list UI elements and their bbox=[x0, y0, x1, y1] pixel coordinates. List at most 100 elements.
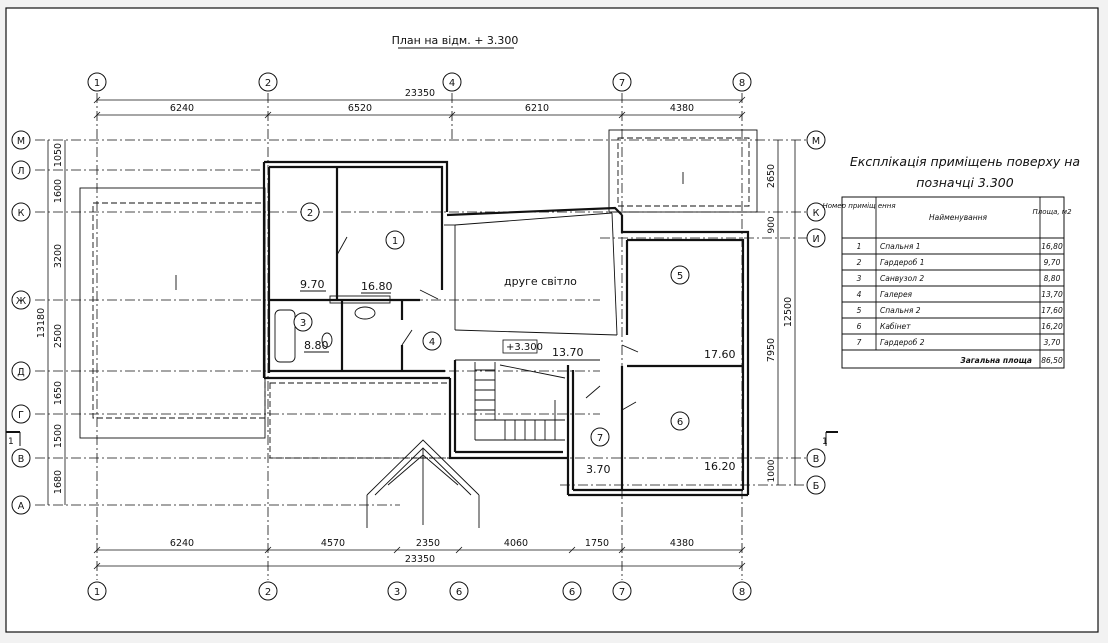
doors bbox=[336, 224, 639, 411]
sink-icon bbox=[354, 306, 376, 320]
svg-text:2: 2 bbox=[265, 78, 271, 89]
room-area-3: 8.80 bbox=[304, 339, 329, 352]
svg-text:2: 2 bbox=[265, 587, 271, 598]
bottom-dim-2: 4570 bbox=[321, 538, 345, 549]
section-marks: 1 1 bbox=[6, 431, 838, 447]
bottom-dimension-chain: 6240 4570 2350 4060 1750 4380 23350 bbox=[93, 538, 746, 570]
axis-bubbles-right: М К И В Б bbox=[806, 130, 826, 495]
svg-text:М: М bbox=[17, 136, 25, 147]
section-mark-right: 1 bbox=[822, 437, 828, 447]
svg-text:М: М bbox=[812, 136, 820, 147]
left-dim-5: 1650 bbox=[53, 381, 64, 405]
svg-text:К: К bbox=[18, 208, 25, 219]
table-header-name: Найменування bbox=[929, 213, 988, 222]
bottom-dim-4: 4060 bbox=[504, 538, 528, 549]
svg-text:6: 6 bbox=[857, 322, 862, 331]
svg-text:В: В bbox=[18, 454, 25, 465]
svg-text:16,80: 16,80 bbox=[1041, 242, 1063, 251]
left-dim-2: 1600 bbox=[53, 179, 64, 203]
svg-text:7: 7 bbox=[619, 587, 625, 598]
room-number-6: 6 bbox=[677, 417, 683, 428]
svg-text:1: 1 bbox=[94, 78, 100, 89]
svg-text:Д: Д bbox=[17, 367, 24, 378]
svg-text:8,80: 8,80 bbox=[1044, 274, 1061, 283]
bathtub-icon bbox=[274, 309, 296, 363]
right-dim-1: 2650 bbox=[766, 164, 777, 188]
plan-title: План на відм. + 3.300 bbox=[392, 34, 519, 47]
left-dim-1: 1050 bbox=[53, 143, 64, 167]
porch-roof bbox=[366, 439, 480, 528]
svg-text:2: 2 bbox=[857, 258, 862, 267]
right-dimension-chain: 2650 900 7950 1000 12500 bbox=[766, 140, 796, 485]
room-numbers: 1 2 3 4 5 6 7 bbox=[293, 202, 690, 447]
top-dim-2: 6520 bbox=[348, 103, 372, 114]
axis-bubbles-left: М Л К Ж Д Г В А bbox=[11, 130, 31, 515]
table-total-value: 86,50 bbox=[1041, 356, 1063, 365]
svg-text:Б: Б bbox=[813, 481, 820, 492]
room-areas: 9.70 16.80 8.80 13.70 17.60 16.20 3.70 bbox=[300, 278, 736, 476]
room-number-1: 1 bbox=[392, 236, 398, 247]
svg-text:Гардероб 2: Гардероб 2 bbox=[880, 338, 925, 347]
left-dim-4: 2500 bbox=[53, 324, 64, 348]
table-header-area: Площа, м2 bbox=[1032, 208, 1072, 216]
top-total-dim: 23350 bbox=[405, 88, 435, 99]
svg-text:17,60: 17,60 bbox=[1041, 306, 1063, 315]
svg-text:В: В bbox=[813, 454, 820, 465]
axis-bubbles-bottom: 1 2 3 6 6 7 8 bbox=[87, 581, 752, 601]
top-dim-4: 4380 bbox=[670, 103, 694, 114]
room-area-2: 9.70 bbox=[300, 278, 325, 291]
table-header-number: Номер приміщ ення bbox=[822, 202, 895, 210]
room-number-4: 4 bbox=[429, 337, 435, 348]
svg-text:3,70: 3,70 bbox=[1044, 338, 1061, 347]
svg-text:Спальня 1: Спальня 1 bbox=[880, 242, 921, 251]
svg-text:Галерея: Галерея bbox=[880, 290, 913, 299]
bathroom-fixtures bbox=[274, 295, 391, 363]
room-area-7: 3.70 bbox=[586, 463, 611, 476]
svg-text:16,20: 16,20 bbox=[1041, 322, 1063, 331]
left-dim-6: 1500 bbox=[53, 424, 64, 448]
bottom-dim-3: 2350 bbox=[416, 538, 440, 549]
bottom-total-dim: 23350 bbox=[405, 554, 435, 565]
explication-title-2: позначці 3.300 bbox=[916, 175, 1013, 190]
svg-text:9,70: 9,70 bbox=[1044, 258, 1061, 267]
bottom-dim-5: 1750 bbox=[585, 538, 609, 549]
explication-table: Експлікація приміщень поверху на позначц… bbox=[822, 154, 1080, 369]
svg-text:3: 3 bbox=[394, 587, 400, 598]
svg-text:Спальня 2: Спальня 2 bbox=[880, 306, 921, 315]
room-number-2: 2 bbox=[307, 208, 313, 219]
svg-text:13,70: 13,70 bbox=[1041, 290, 1063, 299]
svg-text:И: И bbox=[812, 234, 819, 245]
top-dimension-chain: 23350 6240 6520 6210 4380 bbox=[93, 88, 746, 119]
svg-text:7: 7 bbox=[619, 78, 625, 89]
room-number-7: 7 bbox=[597, 433, 603, 444]
svg-text:7: 7 bbox=[857, 338, 862, 347]
right-dim-3: 7950 bbox=[766, 338, 777, 362]
svg-text:К: К bbox=[813, 208, 820, 219]
room-number-5: 5 bbox=[677, 271, 683, 282]
section-mark-left: 1 bbox=[8, 437, 14, 447]
svg-text:Кабінет: Кабінет bbox=[880, 322, 911, 331]
room-area-4: 13.70 bbox=[552, 346, 584, 359]
svg-text:4: 4 bbox=[857, 290, 862, 299]
left-dim-3: 3200 bbox=[53, 244, 64, 268]
svg-text:Гардероб 1: Гардероб 1 bbox=[880, 258, 924, 267]
svg-text:6: 6 bbox=[569, 587, 575, 598]
svg-text:Л: Л bbox=[17, 166, 24, 177]
room-area-6: 16.20 bbox=[704, 460, 736, 473]
right-dim-4: 1000 bbox=[767, 459, 777, 482]
svg-text:8: 8 bbox=[739, 587, 745, 598]
top-dim-1: 6240 bbox=[170, 103, 194, 114]
left-total-dim: 13180 bbox=[36, 308, 47, 338]
axis-bubbles-top: 1 2 4 7 8 bbox=[87, 72, 752, 92]
left-dim-7: 1680 bbox=[53, 470, 64, 494]
room-area-5: 17.60 bbox=[704, 348, 736, 361]
svg-text:1: 1 bbox=[857, 242, 862, 251]
bottom-dim-6: 4380 bbox=[670, 538, 694, 549]
room-number-3: 3 bbox=[300, 318, 306, 329]
svg-text:Г: Г bbox=[18, 410, 24, 421]
svg-text:5: 5 bbox=[857, 306, 862, 315]
right-total-dim: 12500 bbox=[783, 297, 794, 327]
left-dimension-chain: 13180 1050 1600 3200 2500 1650 1500 1680 bbox=[36, 140, 66, 505]
svg-text:А: А bbox=[18, 501, 25, 512]
